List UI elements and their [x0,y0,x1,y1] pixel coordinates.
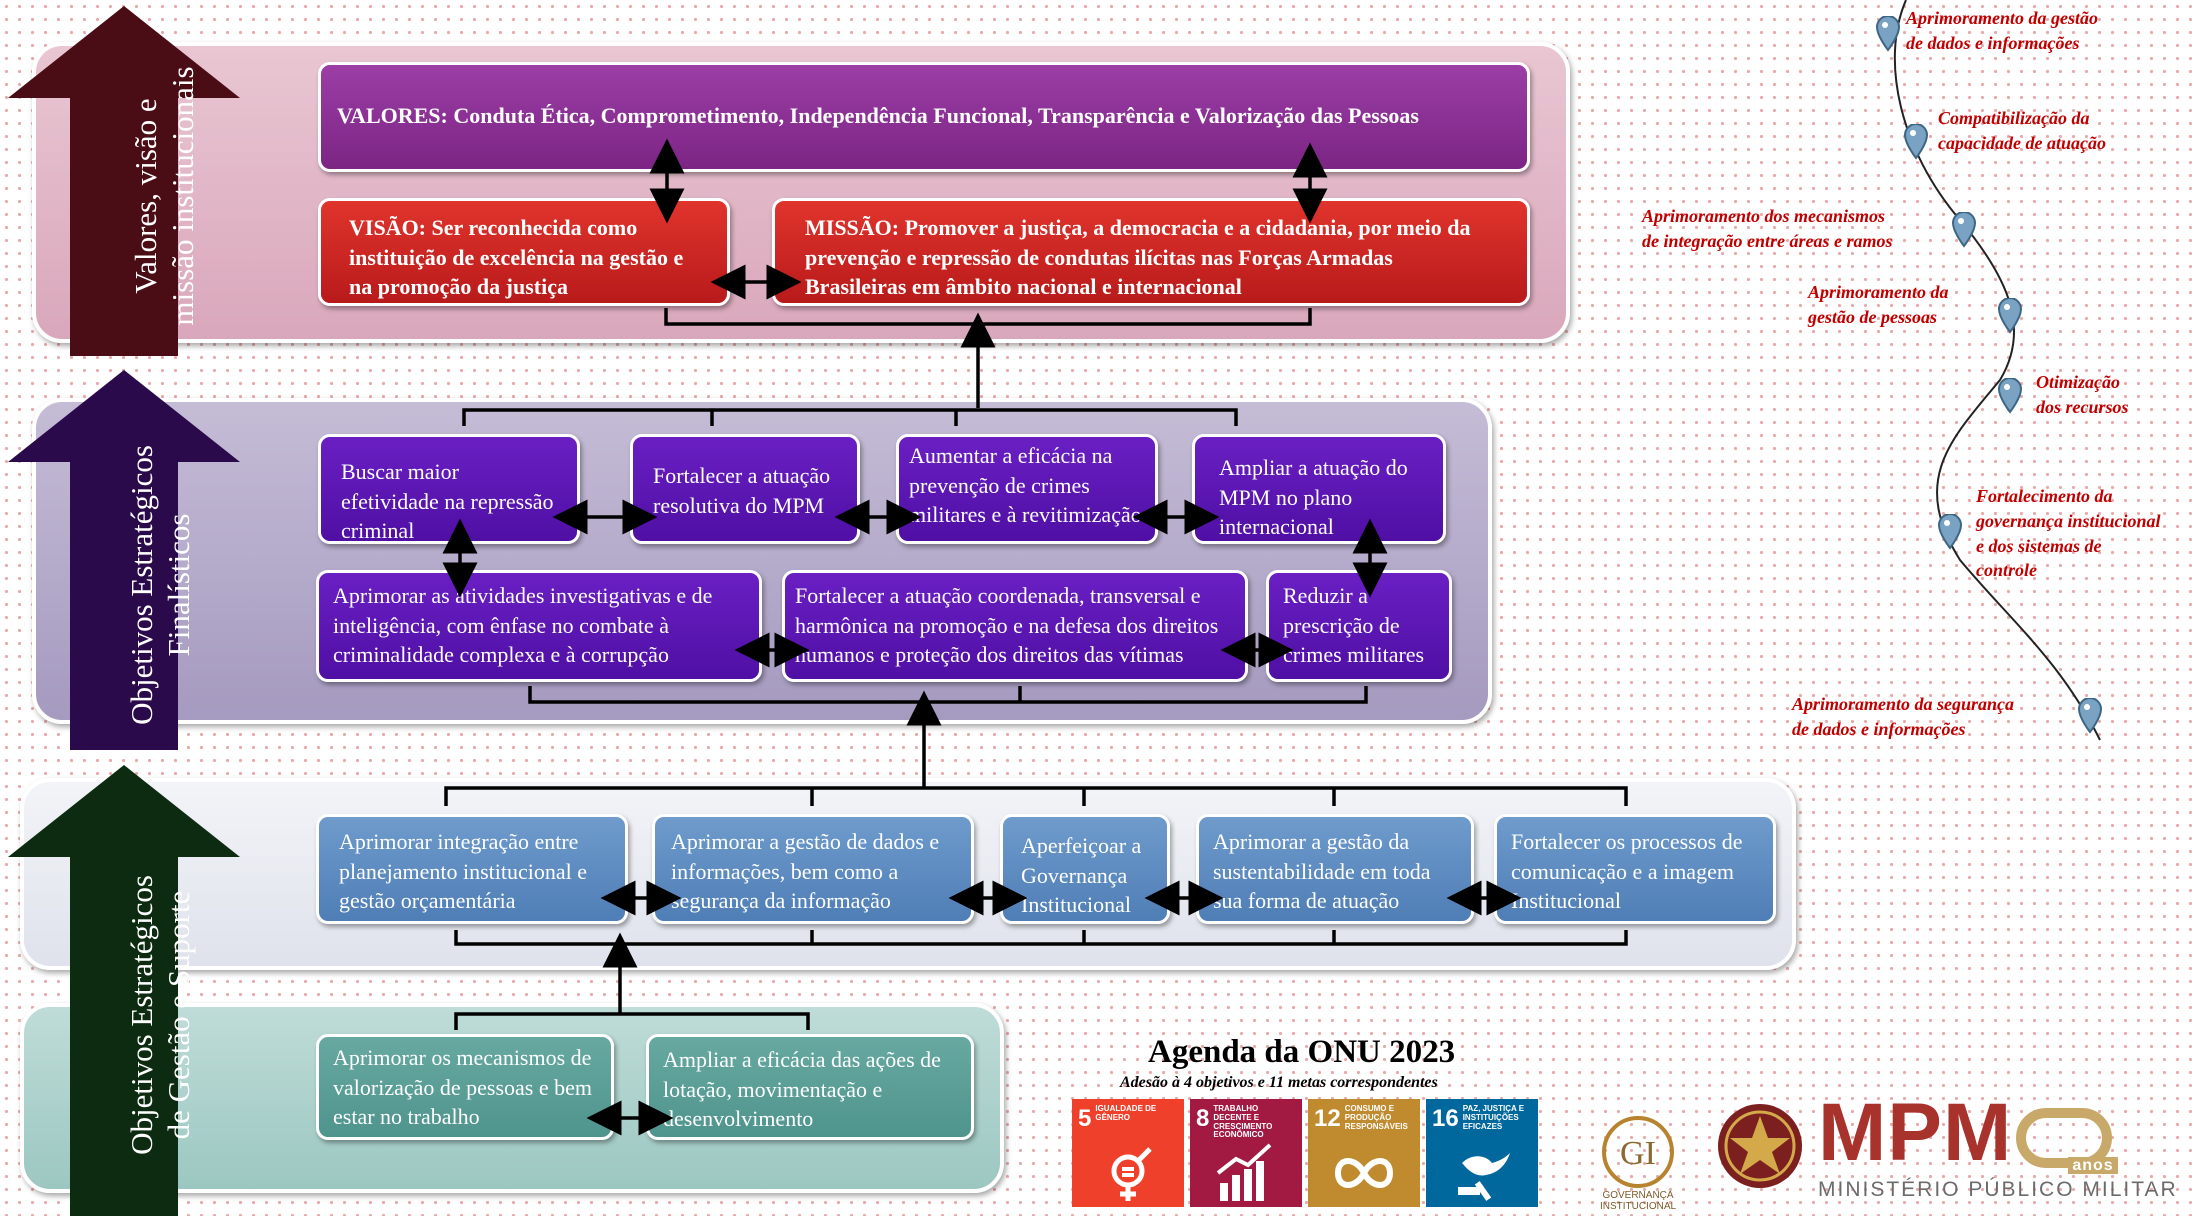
values-box: VALORES: Conduta Ética, Comprometimento,… [318,62,1530,172]
arrow-shape-3 [8,765,240,1216]
management-box-2: Aprimorar a gestão de dados e informaçõe… [652,814,974,924]
gender-equality-icon [1111,1147,1152,1201]
map-pin-icon [1904,124,1928,160]
gi-letters: GI [1620,1135,1656,1172]
values-arrow: Valores, visão e missão institucionais [8,6,240,356]
governance-logo-text: GOVERNANÇA INSTITUCIONAL [1599,1190,1677,1212]
finalistic-box-6: Fortalecer a atuação coordenada, transve… [782,570,1248,682]
map-pin-icon [1952,212,1976,248]
sdg-5-number: 5 [1078,1105,1092,1132]
finalistic-arrow-label: Objetivos Estratégicos Finalísticos [123,445,197,725]
values-arrow-label: Valores, visão e missão institucionais [127,66,201,325]
map-pin-icon [1998,298,2022,334]
sdg-8-number: 8 [1196,1105,1210,1132]
roadmap-label-3: Aprimoramento dos mecanismos de integraç… [1642,206,1893,251]
roadmap-label-7: Aprimoramento da segurança de dados e in… [1792,694,2015,739]
sdg-12-title: CONSUMO E PRODUÇÃO RESPONSÁVEIS [1344,1104,1408,1131]
roadmap-label-2: Compatibilização da capacidade de atuaçã… [1938,108,2106,153]
management-box-5: Fortalecer os processos de comunicação e… [1494,814,1776,924]
values-arrow-line1: Valores, visão e missão institucionais [127,66,200,326]
arrow-shape-1 [8,6,240,356]
mpm-seal-icon [1718,1104,1802,1188]
sdg-5-title: IGUALDADE DE GÊNERO [1095,1104,1157,1122]
arrow-shape-2 [8,370,240,750]
finalistic-box-5: Aprimorar as atividades investigativas e… [316,570,762,682]
vision-box: VISÃO: Ser reconhecida como instituição … [318,198,730,306]
management-arrow-label: Objetivos Estratégicos de Gestão e Supor… [123,875,197,1155]
agenda-title: Agenda da ONU 2023 [1148,1034,1456,1070]
roadmap-label-6: Fortalecimento da governança institucion… [1976,486,2161,581]
finalistic-arrow-text: Objetivos Estratégicos Finalísticos [123,445,196,725]
mission-box: MISSÃO: Promover a justiça, a democracia… [772,198,1530,306]
map-pin-icon [1876,16,1900,52]
finalistic-box-4: Ampliar a atuação do MPM no plano intern… [1192,434,1446,544]
management-box-3: Aperfeiçoar a Governança Institucional [1000,814,1170,924]
people-box-1: Aprimorar os mecanismos de valorização d… [316,1034,614,1140]
roadmap-label-4: Aprimoramento da gestão de pessoas [1808,282,1949,327]
sdg-16-number: 16 [1432,1105,1459,1132]
finalistic-box-3: Aumentar a eficácia na prevenção de crim… [896,434,1158,544]
mpm-oo-icon [2016,1108,2113,1169]
infinity-icon [1334,1158,1394,1188]
people-box-2: Ampliar a eficácia das ações de lotação,… [646,1034,974,1140]
mpm-letters: MPM [1818,1087,2013,1178]
governance-logo: GI [1602,1116,1674,1188]
dove-gavel-icon [1458,1153,1510,1201]
sdg-12-number: 12 [1314,1105,1341,1132]
management-arrow-text: Objetivos Estratégicos de Gestão e Supor… [123,875,196,1155]
map-pin-icon [2078,698,2102,734]
management-box-4: Aprimorar a gestão da sustentabilidade e… [1196,814,1474,924]
mpm-subtitle: MINISTÉRIO PÚBLICO MILITAR [1818,1178,2178,1201]
sdg-16-title: PAZ, JUSTIÇA E INSTITUIÇÕES EFICAZES [1462,1104,1525,1131]
agenda-subtitle: Adesão à 4 objetivos e 11 metas correspo… [1120,1074,1438,1091]
roadmap-label-5: Otimização dos recursos [2036,372,2129,417]
finalistic-box-1: Buscar maior efetividade na repressão cr… [318,434,580,544]
finalistic-box-2: Fortalecer a atuação resolutiva do MPM [630,434,860,544]
finalistic-box-7: Reduzir a prescrição de crimes militares [1266,570,1452,682]
mpm-years-label: anos [2068,1157,2118,1174]
map-pin-icon [1938,514,1962,550]
finalistic-arrow: Objetivos Estratégicos Finalísticos [8,370,240,750]
growth-chart-icon [1216,1143,1272,1201]
management-box-1: Aprimorar integração entre planejamento … [316,814,628,924]
map-pin-icon [1998,378,2022,414]
management-arrow: Objetivos Estratégicos de Gestão e Supor… [8,765,240,1216]
sdg-8-title: TRABALHO DECENTE E CRESCIMENTO ECONÔMICO [1213,1104,1273,1140]
roadmap-label-1: Aprimoramento da gestão de dados e infor… [1906,8,2099,53]
